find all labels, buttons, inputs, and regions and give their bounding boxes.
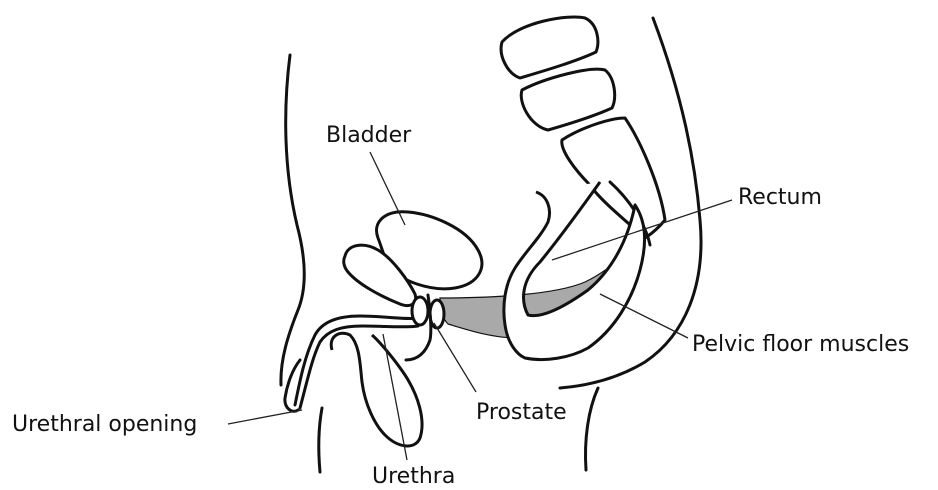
- thigh-back-outline: [586, 388, 599, 470]
- sacrum: [562, 118, 665, 238]
- prostate: [412, 297, 428, 325]
- urethral-opening-label: Urethral opening: [12, 412, 197, 437]
- bladder-label: Bladder: [326, 123, 412, 148]
- urethral-opening-leader: [228, 410, 302, 424]
- vertebra-middle: [521, 69, 614, 130]
- abdomen-front-outline: [281, 55, 304, 385]
- pelvic-floor-muscles-label: Pelvic floor muscles: [692, 332, 909, 357]
- rectum-label: Rectum: [738, 185, 822, 210]
- scrotum: [331, 333, 422, 446]
- thigh-front-outline: [319, 408, 322, 472]
- prostate-leader: [434, 323, 476, 392]
- vertebra-upper: [501, 17, 598, 78]
- prostate-label: Prostate: [476, 400, 567, 425]
- urethra-label: Urethra: [372, 464, 455, 489]
